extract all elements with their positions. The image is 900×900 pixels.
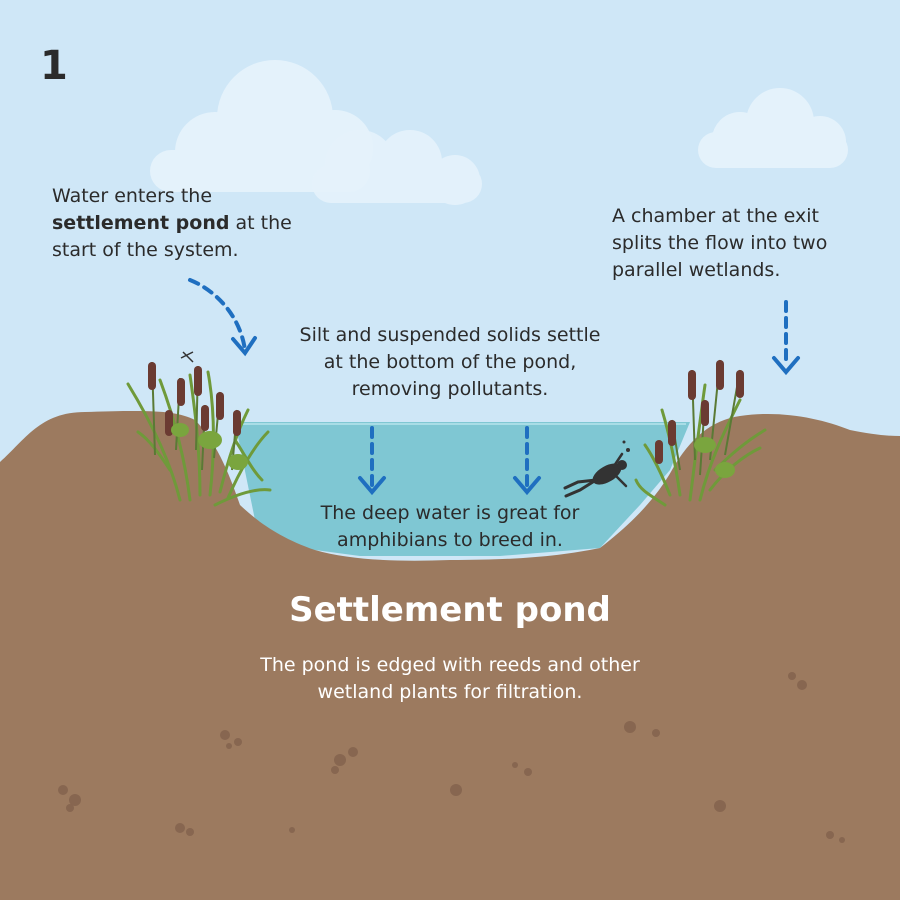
arrow-settle-right xyxy=(513,426,541,496)
cloud-right xyxy=(698,88,848,168)
deep-water-note: The deep water is great for amphibians t… xyxy=(320,502,580,551)
step-number: 1 xyxy=(40,43,68,89)
arrow-settle-left xyxy=(358,426,386,496)
dragonfly-icon xyxy=(180,351,194,363)
intro-after: at the start of the system. xyxy=(52,212,292,261)
pebbles xyxy=(58,672,845,843)
pond-water xyxy=(235,422,690,556)
intro-before: Water enters the xyxy=(52,185,213,207)
intro-note: Water enters the settlement pond at the s… xyxy=(52,183,312,264)
intro-bold: settlement pond xyxy=(52,212,230,234)
cloud-middle xyxy=(312,130,482,205)
frog-icon xyxy=(563,440,630,498)
arrow-exit-chamber xyxy=(772,300,800,376)
reeds-left xyxy=(126,351,272,507)
diagram-title: Settlement pond xyxy=(289,590,611,630)
cloud-left xyxy=(150,60,373,192)
silt-note: Silt and suspended solids settle at the … xyxy=(299,324,601,400)
chamber-note: A chamber at the exit splits the flow in… xyxy=(612,205,828,281)
arrow-inflow xyxy=(188,278,257,357)
caption: The pond is edged with reeds and other w… xyxy=(260,654,640,703)
soil xyxy=(0,410,900,900)
reeds-right xyxy=(634,359,767,507)
